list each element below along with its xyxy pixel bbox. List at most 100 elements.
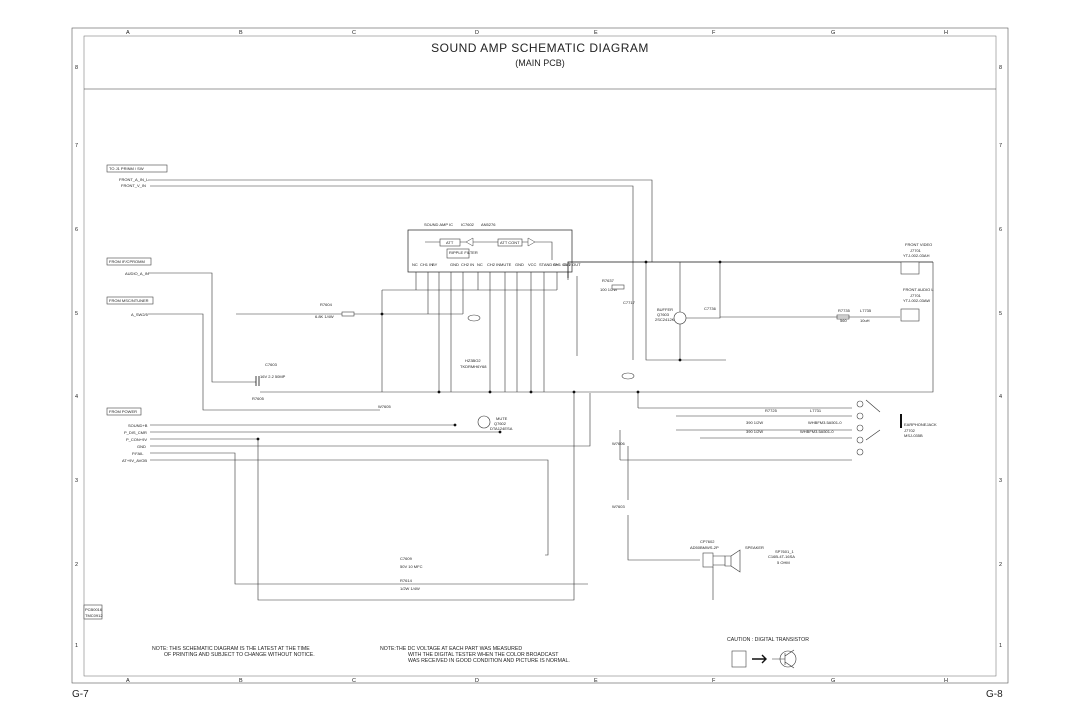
ic-internal-wiring	[425, 241, 553, 260]
r7727-value: 390 1/2W	[746, 429, 763, 434]
w7606-symbol	[621, 372, 635, 380]
l7735-value: 10uH	[860, 318, 870, 323]
row-right-1: 1	[999, 643, 1002, 649]
col-top-A: A	[126, 30, 130, 36]
r7637-resistor	[611, 284, 625, 290]
row-right-4: 4	[999, 394, 1002, 400]
ic-block-att	[439, 238, 461, 247]
ic-part: AN5276	[481, 222, 496, 227]
row-right-8: 8	[999, 65, 1002, 71]
q7603-transistor	[673, 311, 687, 325]
io-a-sw: A_SW2/5	[131, 312, 149, 317]
page-number-right: G-8	[986, 689, 1003, 700]
row-left-5: 5	[75, 311, 78, 317]
speaker-spec: 5 OHM	[777, 560, 790, 565]
row-left-2: 2	[75, 562, 78, 568]
r7604-resistor	[341, 311, 355, 317]
wire-p-con	[150, 392, 575, 601]
row-left-3: 3	[75, 478, 78, 484]
ic-ref: IC7602	[461, 222, 475, 227]
l7731-value: WHBFM3.5A501-0	[808, 420, 842, 425]
speaker-part: C16B-4T-16SA	[768, 554, 795, 559]
earphone-jack-mark	[900, 414, 902, 428]
col-top-G: G	[831, 30, 835, 36]
ic-block-att-cont-label: ATT CONT	[500, 240, 520, 245]
cp7602-part: AD50BMWS-2P	[690, 545, 719, 550]
diagram-subtitle: (MAIN PCB)	[515, 58, 565, 68]
col-bot-D: D	[475, 678, 479, 684]
io-label-tuner: FROM MSC/NTUNER	[109, 298, 149, 303]
col-top-C: C	[352, 30, 356, 36]
q7602-transistor	[477, 415, 491, 429]
c7736-ref: C7736	[704, 306, 717, 311]
q7602-part: DTA124ESA	[490, 426, 513, 431]
col-bot-H: H	[944, 678, 948, 684]
io-power-pin-3: P_CON+9V	[126, 437, 147, 442]
transistor-lines	[772, 649, 795, 669]
ic-pin-4: GND	[450, 262, 459, 267]
ic-label: SOUND AMP IC	[424, 222, 453, 227]
io-power-pin-1: SOUND+B	[128, 423, 148, 428]
wire-main-gnd-bus	[260, 262, 934, 393]
speaker-leads	[712, 555, 725, 600]
w7605-label: W7605	[378, 404, 391, 409]
wire-at9v	[150, 459, 549, 556]
wire-front-v	[150, 185, 634, 360]
speaker-label: SPEAKER	[745, 545, 764, 550]
pcb-ref: PCB0016	[85, 607, 103, 612]
ic-pin-11: STAND BY	[539, 262, 559, 267]
io-box-tuner	[106, 296, 154, 305]
io-power-pin-5: P.FAIL	[132, 451, 144, 456]
d7602-ref: HZ3BO2	[465, 358, 481, 363]
c7603-value: 16V 2.2 50MP	[260, 374, 286, 379]
caution-label: CAUTION : DIGITAL TRANSISTOR	[727, 637, 809, 643]
r7614-ref: R7614	[400, 578, 413, 583]
note-mid-line-3: WAS RECEIVED IN GOOD CONDITION AND PICTU…	[408, 658, 570, 664]
d7602-part: TKDRMH6Y68	[460, 364, 487, 369]
front-video-label: FRONT VIDEO	[905, 242, 932, 247]
col-top-F: F	[712, 30, 716, 36]
row-right-6: 6	[999, 227, 1002, 233]
r7735-value: 560	[840, 318, 847, 323]
r7735-ref: R7735	[838, 308, 851, 313]
buffer-label: BUFFER	[657, 307, 673, 312]
note-left-line-2: OF PRINTING AND SUBJECT TO CHANGE WITHOU…	[164, 652, 315, 658]
w7606-label: W7606	[612, 441, 625, 446]
pcb-ref-2: TMC0912	[85, 613, 103, 618]
wire-audio-in	[148, 272, 256, 383]
r7604-ref: R7604	[320, 302, 333, 307]
c7603-symbol	[255, 376, 260, 386]
c7603-ref: C7603	[265, 362, 278, 367]
row-right-3: 3	[999, 478, 1002, 484]
front-audio-label: FRONT AUDIO L	[903, 287, 934, 292]
row-right-5: 5	[999, 311, 1002, 317]
io-box-power	[106, 407, 142, 416]
col-bot-B: B	[239, 678, 243, 684]
col-top-D: D	[475, 30, 479, 36]
front-audio-ref: J7701	[910, 293, 922, 298]
note-mid-line-2: WITH THE DIGITAL TESTER WHEN THE COLOR B…	[408, 652, 559, 658]
earphone-contacts	[865, 399, 881, 441]
ic-pin-7: CH2 IN	[487, 262, 500, 267]
ic-pin-8: MUTE	[500, 262, 512, 267]
r7726-value: 390 1/2W	[746, 420, 763, 425]
c7609-ref: C7609	[400, 556, 413, 561]
io-box-jfpr	[106, 164, 168, 173]
front-audio-part: YTJ-002-03AW	[903, 298, 930, 303]
io-box-vcd	[106, 257, 152, 266]
q7602-ref: Q7602	[494, 421, 507, 426]
io-label-vcd: FROM IF/CPROMM	[109, 259, 145, 264]
io-power-pin-4: GND	[137, 444, 146, 449]
note-left-line-1: NOTE: THIS SCHEMATIC DIAGRAM IS THE LATE…	[152, 646, 310, 652]
io-power-pin-2: P_DIS_CMR	[124, 430, 147, 435]
row-right-2: 2	[999, 562, 1002, 568]
front-audio-jack	[900, 308, 920, 322]
r7731-ref: L7731	[810, 408, 822, 413]
ic-pin-10: VCC	[528, 262, 537, 267]
front-video-part: YTJ-002-03AH	[903, 253, 930, 258]
junction-dots	[256, 260, 722, 441]
speaker-ref: SP7601_1	[775, 549, 794, 554]
speaker-wiring	[627, 446, 700, 561]
c7609-value: 50V 10 MFC	[400, 564, 423, 569]
